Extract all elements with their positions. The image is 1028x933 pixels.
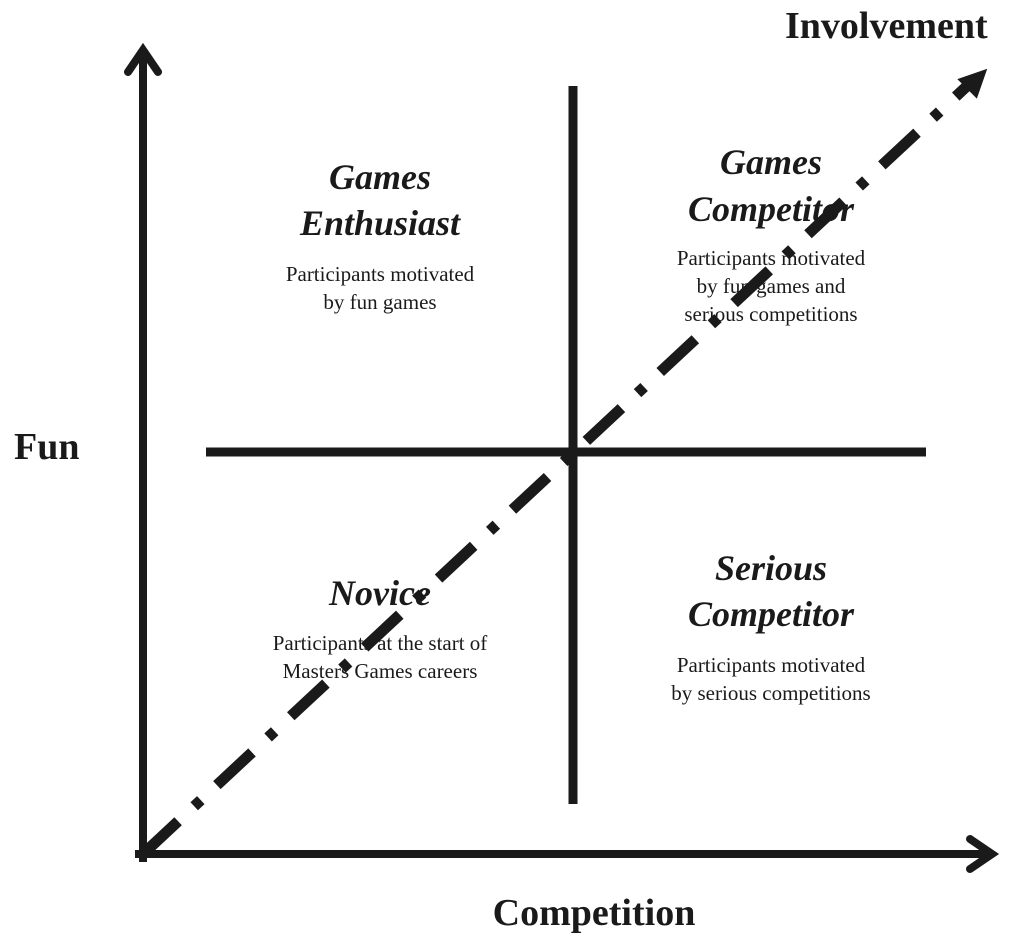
x-axis-label: Competition xyxy=(492,892,696,933)
quadrant-title-line: Competitor xyxy=(687,594,854,634)
quadrant-title-line: Games xyxy=(329,157,431,197)
quadrant-title-line: Novice xyxy=(329,573,431,613)
y-axis-arrowhead xyxy=(124,42,162,76)
quadrant-description-line: Participants at the start of xyxy=(272,631,488,655)
y-axis-label: Fun xyxy=(14,426,80,468)
quadrant-description-line: Masters Games careers xyxy=(282,659,478,683)
diagonal-axis-label: Involvement xyxy=(785,5,988,47)
quadrant-title-line: Serious xyxy=(714,548,828,588)
involvement-arrowhead xyxy=(957,68,988,99)
involvement-diagonal xyxy=(139,82,970,859)
x-axis-arrowhead xyxy=(966,835,1000,873)
quadrant-description-line: serious competitions xyxy=(684,302,858,326)
quadrant-description-line: Participants motivated xyxy=(676,246,866,270)
quadrant-title-line: Competitor xyxy=(687,189,854,229)
quadrant-description-line: by fun games xyxy=(323,290,437,314)
quadrant-title-line: Enthusiast xyxy=(299,203,461,243)
quadrant-title-line: Games xyxy=(720,142,822,182)
quadrant-description-line: Participants motivated xyxy=(676,653,866,677)
quadrant-description-line: by serious competitions xyxy=(671,681,871,705)
quadrant-description-line: by fun games and xyxy=(696,274,846,298)
quadrant-description-line: Participants motivated xyxy=(285,262,475,286)
